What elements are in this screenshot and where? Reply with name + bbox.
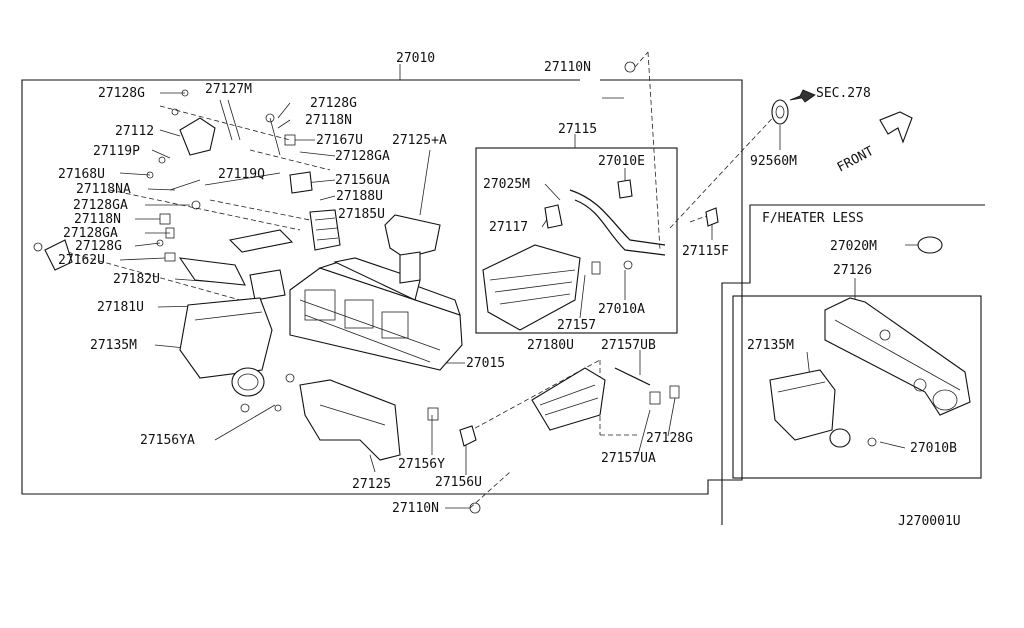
label-27162U: 27162U [58, 253, 105, 268]
label-27128G-3: 27128G [75, 239, 122, 254]
front-direction-label: FRONT [835, 144, 877, 176]
label-27015: 27015 [466, 356, 505, 371]
label-27128GA-1: 27128GA [335, 149, 390, 164]
label-92560M: 92560M [750, 154, 797, 169]
heater-less-parts [769, 236, 971, 448]
connection-lines [59, 51, 781, 509]
blower-duct-27135M [179, 297, 273, 397]
heater-less-section [721, 204, 985, 525]
sensor-and-clip-parts [469, 61, 680, 514]
air-filter-27180U [531, 367, 606, 431]
label-27128G-1: 27128G [98, 86, 145, 101]
label-27110N-bottom: 27110N [392, 501, 439, 516]
label-27168U: 27168U [58, 167, 105, 182]
label-27010A: 27010A [598, 302, 645, 317]
label-27127M: 27127M [205, 82, 252, 97]
upper-case-27125A [384, 214, 441, 284]
lower-case-27125 [299, 379, 401, 461]
label-27115: 27115 [558, 122, 597, 137]
label-27128GA-3: 27128GA [63, 226, 118, 241]
label-27157UA: 27157UA [601, 451, 656, 466]
label-27010B: 27010B [910, 441, 957, 456]
sec278-arrow [789, 89, 816, 103]
label-27118N-2: 27118N [74, 212, 121, 227]
part-labels: 27010 27110N 27128G 27127M 27128G 27118N… [58, 51, 961, 529]
label-27126: 27126 [833, 263, 872, 278]
label-27010E: 27010E [598, 154, 645, 169]
label-27119Q: 27119Q [218, 167, 265, 182]
label-27180U: 27180U [527, 338, 574, 353]
section-ref-label: SEC.278 [816, 86, 871, 101]
label-27020M: 27020M [830, 239, 877, 254]
label-27112: 27112 [115, 124, 154, 139]
label-27110N-top: 27110N [544, 60, 591, 75]
label-27156UA: 27156UA [335, 173, 390, 188]
label-27128GA-2: 27128GA [73, 198, 128, 213]
heater-case-assembly [289, 257, 463, 371]
label-27025M: 27025M [483, 177, 530, 192]
label-27128G-4: 27128G [646, 431, 693, 446]
label-27135M-2: 27135M [747, 338, 794, 353]
label-27167U: 27167U [316, 133, 363, 148]
label-27128G-2: 27128G [310, 96, 357, 111]
front-arrow [879, 111, 913, 144]
label-27156YA: 27156YA [140, 433, 195, 448]
door-link-parts [33, 89, 477, 447]
label-27181U: 27181U [97, 300, 144, 315]
label-27125: 27125 [352, 477, 391, 492]
label-27118N-1: 27118N [305, 113, 352, 128]
filters-and-plates [178, 209, 341, 301]
label-27156Y: 27156Y [398, 457, 445, 472]
label-27117: 27117 [489, 220, 528, 235]
label-27188U: 27188U [336, 189, 383, 204]
grommet-92560M [771, 99, 789, 125]
label-27185U: 27185U [338, 207, 385, 222]
label-27156U: 27156U [435, 475, 482, 490]
main-assembly-frame [21, 64, 743, 495]
label-27010: 27010 [396, 51, 435, 66]
label-27125A: 27125+A [392, 133, 447, 148]
evaporator-subassembly-box [475, 147, 678, 334]
heater-less-heading: F/HEATER LESS [762, 211, 864, 226]
label-27157: 27157 [557, 318, 596, 333]
label-27157UB: 27157UB [601, 338, 656, 353]
diagram-code: J270001U [898, 514, 961, 529]
label-27182U: 27182U [113, 272, 160, 287]
label-27115F: 27115F [682, 244, 729, 259]
label-27119P: 27119P [93, 144, 140, 159]
evaporator-27115 [482, 179, 719, 331]
label-27135M-1: 27135M [90, 338, 137, 353]
label-27118NA: 27118NA [76, 182, 131, 197]
